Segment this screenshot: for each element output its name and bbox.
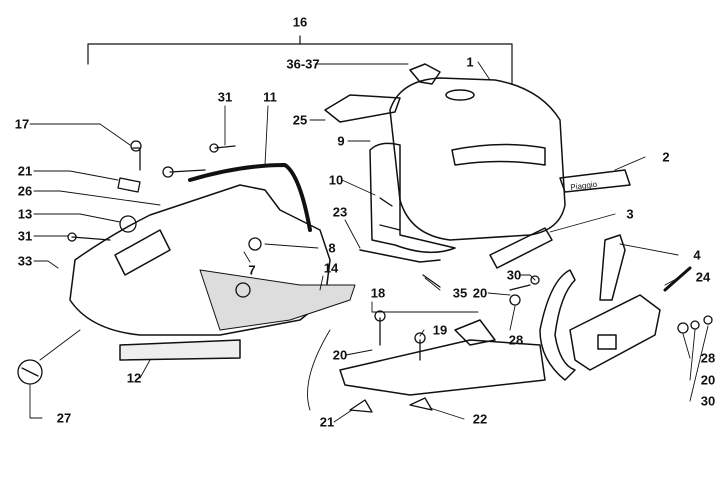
callout-7: 7: [248, 262, 256, 278]
carrier-plate: [339, 319, 546, 396]
part-36-37: [409, 63, 441, 85]
decal-text: Piaggio: [570, 180, 598, 192]
callout-1: 1: [466, 54, 474, 70]
callout-27: 27: [56, 410, 72, 426]
rack-bracket-4: [539, 234, 661, 381]
callout-25: 25: [292, 112, 308, 128]
callout-14: 14: [323, 260, 339, 276]
callout-19: 19: [432, 322, 448, 338]
seal-11: [188, 163, 312, 232]
callout-28: 28: [700, 350, 716, 366]
leader-lines: [29, 61, 709, 423]
callout-31: 31: [17, 228, 33, 244]
decal-2: [559, 169, 631, 193]
callout-4: 4: [693, 247, 701, 263]
callout-10: 10: [328, 172, 344, 188]
plate-3: [489, 227, 553, 269]
callout-24: 24: [695, 269, 711, 285]
top-case-shell: [359, 77, 566, 263]
callout-31: 31: [217, 89, 233, 105]
callout-23: 23: [332, 204, 348, 220]
group-bracket-16: [87, 35, 513, 89]
callout-22: 22: [472, 411, 488, 427]
side-fairing: [69, 184, 356, 361]
callout-30: 30: [506, 267, 522, 283]
callout-18: 18: [370, 285, 386, 301]
callout-28: 28: [508, 332, 524, 348]
callout-26: 26: [17, 183, 33, 199]
callout-11: 11: [263, 89, 277, 105]
callout-20: 20: [472, 285, 488, 301]
callout-13: 13: [17, 206, 33, 222]
callout-33: 33: [17, 253, 33, 269]
callout-21: 21: [319, 414, 335, 430]
callout-20: 20: [700, 372, 716, 388]
part-25: [324, 94, 401, 123]
callout-36-37: 36-37: [286, 56, 320, 72]
callout-3: 3: [626, 206, 634, 222]
callout-20: 20: [332, 347, 348, 363]
callout-35: 35: [452, 285, 468, 301]
callout-9: 9: [337, 133, 345, 149]
callout-17: 17: [14, 116, 30, 132]
callout-2: 2: [662, 149, 670, 165]
callout-16: 16: [292, 14, 308, 30]
callout-8: 8: [328, 240, 336, 256]
callout-21: 21: [17, 163, 33, 179]
fasteners: [17, 140, 713, 413]
callout-12: 12: [126, 370, 142, 386]
callout-30: 30: [700, 393, 716, 409]
